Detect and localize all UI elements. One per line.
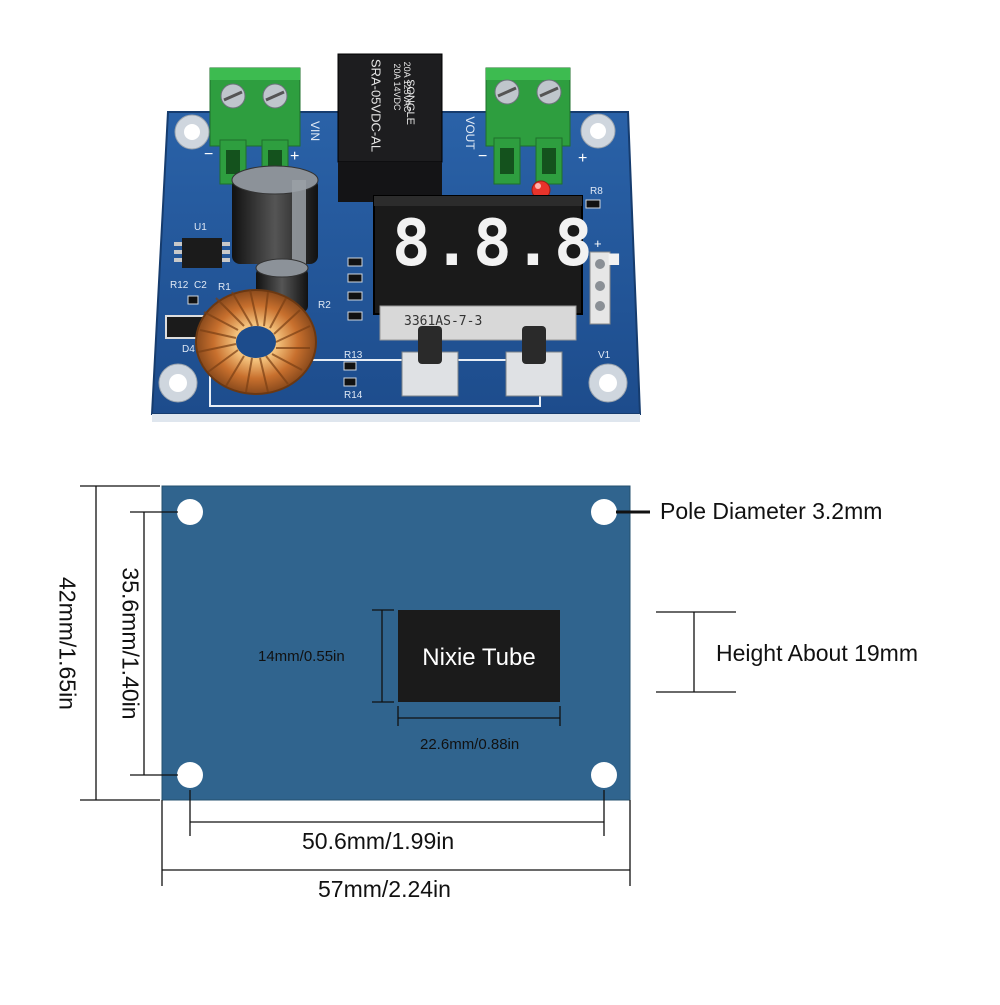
silk-vout: VOUT (463, 116, 477, 150)
height-label: Height About 19mm (716, 640, 919, 666)
pole-diameter-label: Pole Diameter 3.2mm (660, 498, 883, 524)
module-photo-svg (150, 53, 642, 422)
relay-model-label: SRA-05VDC-AL (368, 58, 384, 153)
silk-plus-left: + (290, 148, 300, 165)
silk-minus-right: − (478, 148, 488, 165)
board-outline (161, 485, 631, 801)
hole-bottom-left (177, 762, 203, 788)
silk-vin: VIN (308, 120, 322, 141)
hole-bottom-right (591, 762, 617, 788)
silk-minus-left: − (204, 146, 214, 163)
hole-spacing-height-label: 35.6mm/1.40in (117, 567, 144, 720)
display-part-number: 3361AS-7-3 (404, 314, 483, 329)
mount-hole-br (588, 363, 628, 403)
display-width-dimension (397, 706, 561, 726)
mount-hole-tr (580, 113, 616, 149)
dimension-diagram: Pole Diameter 3.2mm Height About 19mm Ni… (0, 440, 1000, 1000)
silk-r1: R1 (218, 282, 231, 293)
module-photo: SRA-05VDC-AL SONGLE 20A 14VDC 20A 125VAC… (0, 0, 1000, 440)
smd-resistors (187, 199, 601, 387)
silk-v1: V1 (598, 350, 611, 361)
pcb-edge (152, 414, 640, 422)
toroid-inductor (195, 289, 317, 395)
board-height-label: 42mm/1.65in (54, 577, 81, 710)
silk-plus-right: + (578, 150, 588, 167)
hole-top-left (177, 499, 203, 525)
header-pins (589, 251, 611, 325)
height-about-dimension (656, 611, 736, 693)
silk-u1: U1 (194, 222, 207, 233)
ic-u1 (174, 238, 230, 268)
tactile-button-left (401, 326, 459, 397)
silk-d4: D4 (182, 344, 195, 355)
tactile-button-right (505, 326, 563, 397)
capacitor-large (231, 165, 319, 264)
silk-r8: R8 (590, 186, 603, 197)
mount-hole-tl (174, 114, 210, 150)
display-block (398, 610, 560, 702)
silk-c2: C2 (194, 280, 207, 291)
output-terminal-block (485, 67, 571, 185)
board-width-label: 57mm/2.24in (318, 876, 451, 902)
hole-spacing-width-dimension (189, 790, 605, 836)
display-name-label: Nixie Tube (422, 644, 536, 671)
hole-spacing-height-dimension (130, 511, 178, 776)
hole-spacing-width-label: 50.6mm/1.99in (302, 828, 455, 854)
silk-r13: R13 (344, 350, 363, 361)
display-width-label: 22.6mm/0.88in (420, 736, 520, 753)
silk-r12: R12 (170, 280, 189, 291)
hole-top-right (591, 499, 617, 525)
input-terminal-block (209, 67, 301, 185)
mount-hole-bl (158, 363, 198, 403)
silk-plus-header: + (594, 236, 602, 251)
silk-r2: R2 (318, 300, 331, 311)
board-height-dimension (80, 485, 160, 801)
relay (337, 53, 443, 202)
board-width-dimension (161, 800, 631, 886)
display-height-label: 14mm/0.55in (258, 648, 345, 665)
silk-r14: R14 (344, 390, 363, 401)
dimension-diagram-svg (80, 485, 736, 886)
display-height-dimension (372, 609, 394, 703)
seven-segment-display (373, 195, 583, 341)
display-digits: 8.8.8. (392, 207, 636, 281)
relay-rating-2: 20A 125VAC (402, 61, 412, 113)
relay-rating-1: 20A 14VDC (392, 63, 402, 111)
